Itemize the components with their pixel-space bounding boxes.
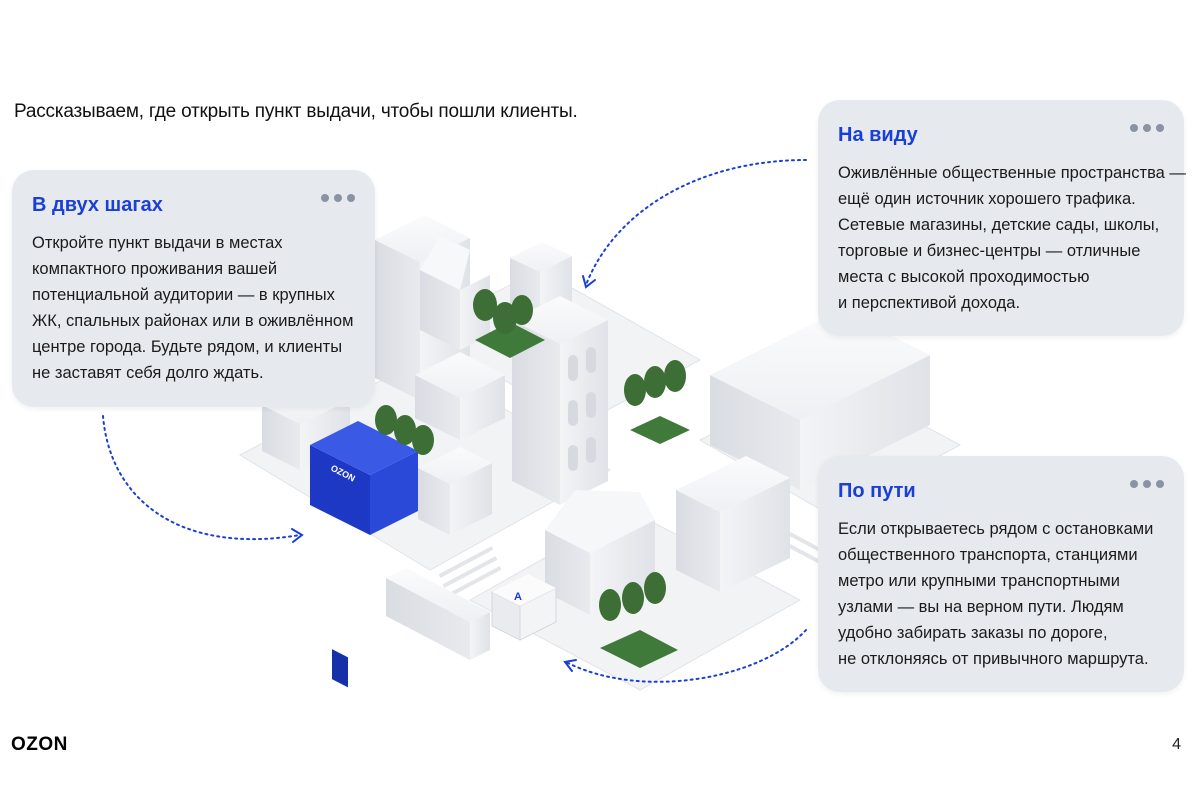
card-line: Откройте пункт выдачи в местах <box>32 234 283 252</box>
bus-stop-sign: A <box>514 591 522 603</box>
more-dots-icon <box>1130 124 1164 132</box>
more-dots-icon <box>321 194 355 202</box>
card-line: общественного транспорта, станциями <box>838 546 1138 564</box>
ozon-storefront <box>310 421 418 688</box>
building <box>676 456 790 592</box>
building <box>418 447 492 535</box>
card-line: не заставят себя долго ждать. <box>32 364 264 382</box>
building <box>415 352 505 440</box>
arrow-top <box>585 159 807 286</box>
page-number: 4 <box>1172 736 1181 753</box>
card-line: центре города. Будьте рядом, и клиенты <box>32 338 343 356</box>
info-card-two-steps: В двух шагах Откройте пункт выдачи в мес… <box>12 170 375 407</box>
card-line: метро или крупными транспортными <box>838 572 1120 590</box>
card-body: Оживлённые общественные пространства — е… <box>838 160 1186 316</box>
card-line: Если открываетесь рядом с остановками <box>838 520 1154 538</box>
card-line: Сетевые магазины, детские сады, школы, <box>838 216 1160 234</box>
card-line: потенциальной аудитории — в крупных <box>32 286 335 304</box>
bus <box>386 568 490 660</box>
card-line: не отклоняясь от привычного маршрута. <box>838 650 1149 668</box>
card-line: торговые и бизнес-центры — отличные <box>838 242 1141 260</box>
card-line: места с высокой проходимостью <box>838 268 1090 286</box>
intro-text: Рассказываем, где открыть пункт выдачи, … <box>14 101 578 122</box>
ozon-logo: OZON <box>11 734 68 755</box>
arrow-bottom <box>565 629 807 683</box>
arrowheads <box>291 275 596 672</box>
card-line: удобно забирать заказы по дороге, <box>838 624 1108 642</box>
card-line: ещё один источник хорошего трафика. <box>838 190 1136 208</box>
card-line: и перспективой дохода. <box>838 294 1021 312</box>
card-line: ЖК, спальных районах или в оживлённом <box>32 312 354 330</box>
card-title: На виду <box>838 124 918 146</box>
info-card-on-the-way: По пути Если открываетесь рядом с остано… <box>818 456 1184 692</box>
card-line: Оживлённые общественные пространства — <box>838 164 1186 182</box>
arrows <box>102 159 807 683</box>
building <box>512 296 608 505</box>
card-line: узлами — вы на верном пути. Людям <box>838 598 1124 616</box>
info-card-in-sight: На виду Оживлённые общественные простран… <box>818 100 1186 336</box>
card-body: Если открываетесь рядом с остановками об… <box>838 516 1166 672</box>
bus-stop <box>491 574 557 641</box>
card-title: По пути <box>838 480 916 502</box>
card-body: Откройте пункт выдачи в местах компактно… <box>32 230 357 386</box>
more-dots-icon <box>1130 480 1164 488</box>
arrow-left <box>102 415 301 540</box>
trees <box>375 289 690 668</box>
card-title: В двух шагах <box>32 194 163 216</box>
card-line: компактного проживания вашей <box>32 260 278 278</box>
